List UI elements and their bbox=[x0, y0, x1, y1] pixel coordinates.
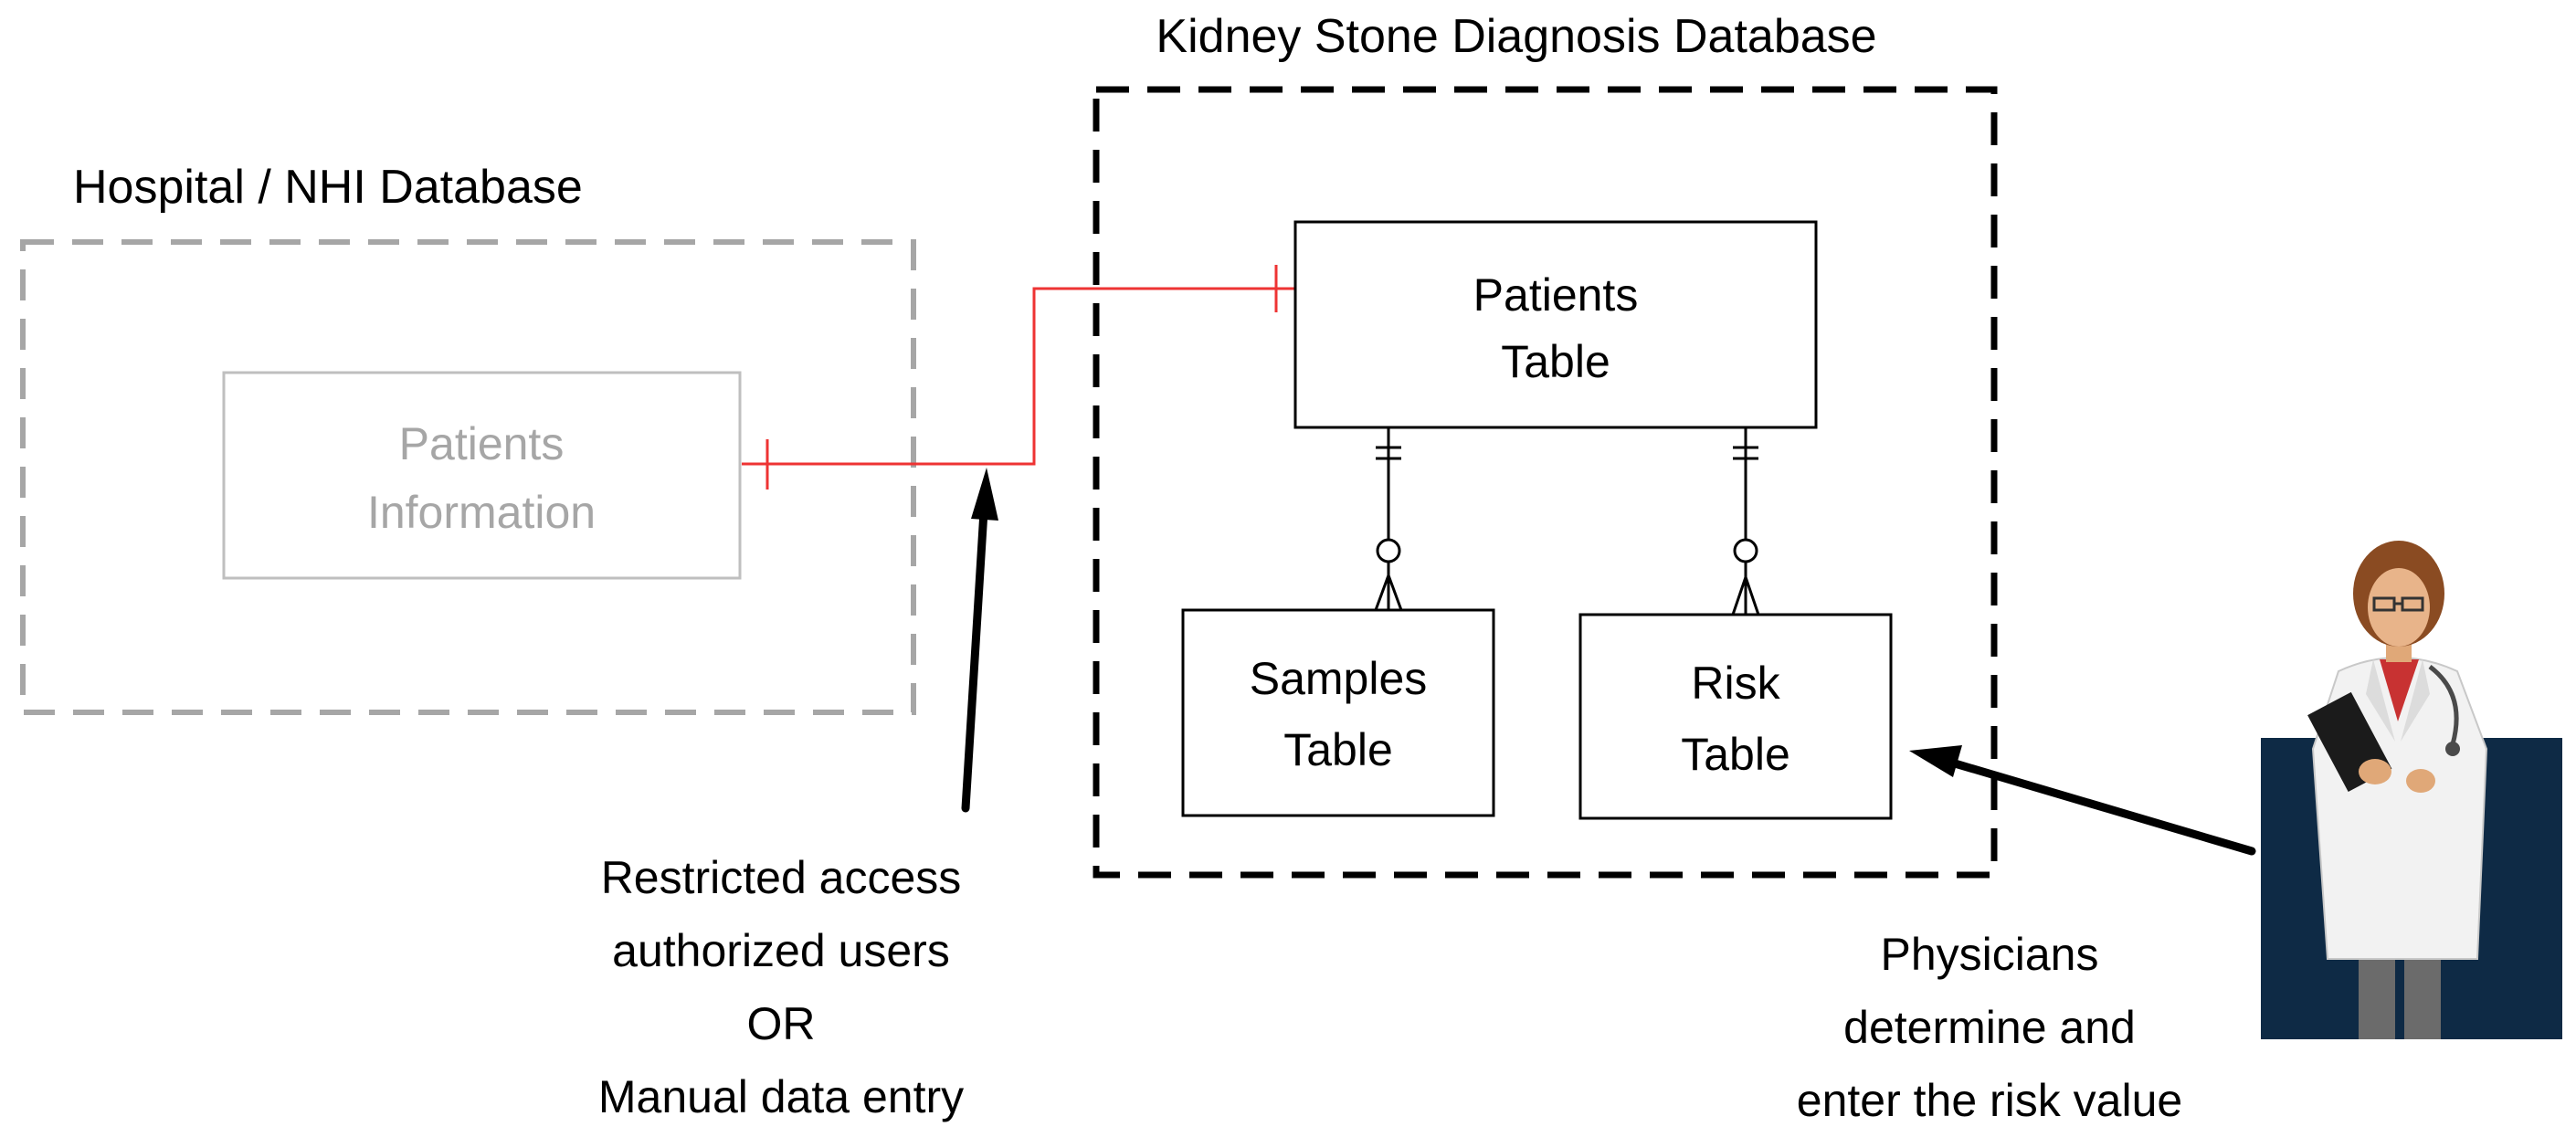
samples-table-line1: Samples bbox=[1250, 653, 1428, 704]
kidney-db-title: Kidney Stone Diagnosis Database bbox=[1156, 10, 1876, 63]
physician-icon bbox=[2261, 541, 2562, 1039]
risk-table-line2: Table bbox=[1681, 729, 1790, 780]
patients-information-line2: Information bbox=[367, 487, 596, 538]
relation-patients-risk bbox=[1731, 427, 1760, 616]
kidney-db-boundary bbox=[1093, 86, 1998, 879]
patients-information-entity: Patients Information bbox=[222, 371, 742, 580]
physician-note-line2: determine and bbox=[1843, 1002, 2136, 1053]
access-note: Restricted access authorized users OR Ma… bbox=[598, 852, 964, 1122]
samples-table-line2: Table bbox=[1283, 724, 1393, 775]
patients-table-entity: Patients Table bbox=[1293, 220, 1818, 429]
physician-note-line1: Physicians bbox=[1881, 929, 2099, 980]
relation-patients-samples bbox=[1374, 427, 1403, 611]
risk-table-entity: Risk Table bbox=[1578, 613, 1893, 820]
patients-table-line2: Table bbox=[1501, 336, 1610, 387]
patients-table-line1: Patients bbox=[1473, 269, 1639, 321]
samples-table-entity: Samples Table bbox=[1181, 608, 1495, 817]
patients-information-line1: Patients bbox=[399, 418, 565, 469]
access-arrow bbox=[961, 468, 998, 813]
physician-arrow bbox=[1909, 745, 2256, 856]
physician-note: Physicians determine and enter the risk … bbox=[1797, 929, 2182, 1126]
hospital-db-boundary bbox=[20, 239, 916, 715]
risk-table-line1: Risk bbox=[1691, 658, 1780, 709]
database-link bbox=[742, 265, 1295, 490]
physician-note-line3: enter the risk value bbox=[1797, 1075, 2182, 1126]
hospital-db-title: Hospital / NHI Database bbox=[73, 161, 583, 214]
access-note-line2: authorized users bbox=[612, 925, 950, 976]
access-note-line3: OR bbox=[747, 998, 816, 1049]
access-note-line4: Manual data entry bbox=[598, 1071, 964, 1122]
access-note-line1: Restricted access bbox=[601, 852, 962, 903]
